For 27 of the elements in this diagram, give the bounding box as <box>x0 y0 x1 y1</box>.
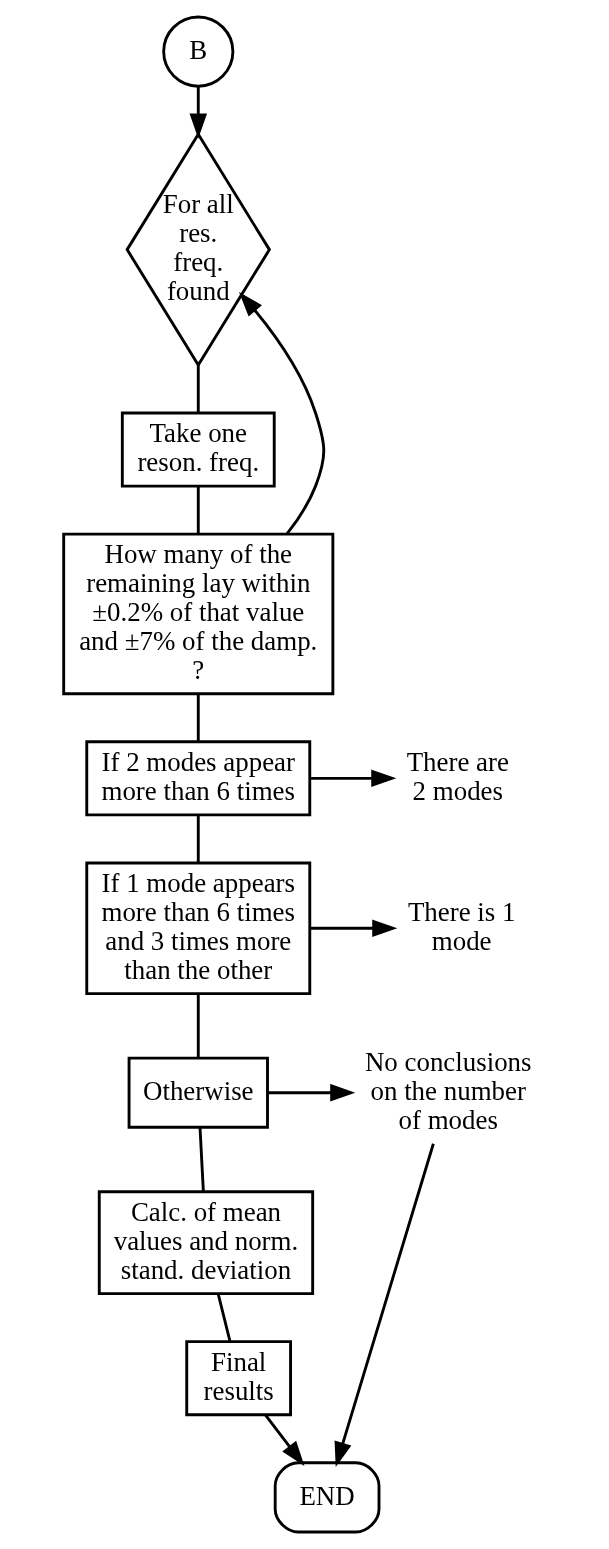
connector <box>196 694 200 742</box>
arrow <box>334 1143 435 1467</box>
node-box: Take one reson. freq. <box>120 411 276 488</box>
connector <box>196 814 200 863</box>
node-box: How many of the remaining lay within ±0.2% of that value and ±7% of the damp. ? <box>62 532 335 696</box>
node-box: Otherwise <box>127 1056 269 1129</box>
connector <box>198 1127 205 1192</box>
node-circle: B <box>162 15 235 88</box>
arrow <box>238 291 326 535</box>
node-box: If 1 mode appears more than 6 times and 3 times more than the other <box>85 861 312 996</box>
node-text: There is 1 mode <box>407 897 516 956</box>
arrow <box>264 1413 305 1466</box>
node-diamond: For all res. freq. found <box>125 131 272 368</box>
node-box: If 2 modes appear more than 6 times <box>85 740 312 817</box>
node-box: END <box>273 1461 381 1534</box>
arrow <box>267 1083 356 1102</box>
connector <box>196 993 200 1058</box>
arrow <box>309 919 398 938</box>
node-text: No conclusions on the number of modes <box>364 1046 532 1135</box>
connector <box>196 486 200 534</box>
node-text: There are 2 modes <box>406 747 509 806</box>
connector <box>216 1293 232 1342</box>
arrow <box>189 86 208 139</box>
arrow <box>309 769 397 788</box>
connector <box>196 365 200 413</box>
node-box: Final results <box>185 1340 292 1417</box>
node-box: Calc. of mean values and norm. stand. deviation <box>97 1190 315 1296</box>
